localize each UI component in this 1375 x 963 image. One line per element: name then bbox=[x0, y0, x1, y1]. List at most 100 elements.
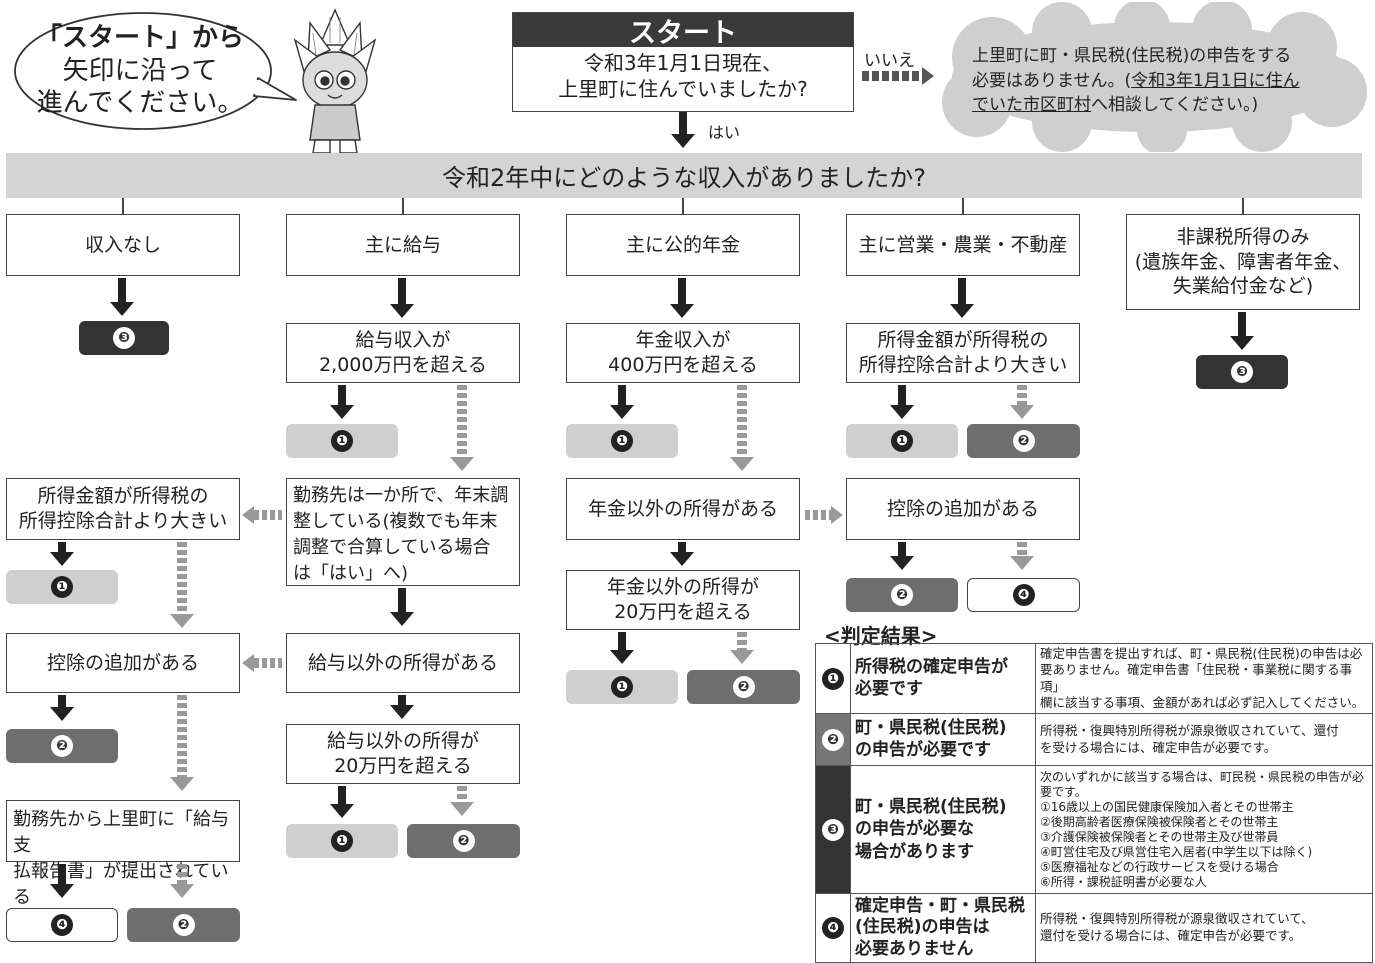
box-line: 勤務先から上里町に「給与支 bbox=[13, 809, 229, 857]
legend-desc-line: ⑤医療福祉などの行政サービスを受ける場合 bbox=[1040, 859, 1279, 874]
dashed-arrow-head bbox=[170, 884, 194, 898]
dashed-arrow-head bbox=[450, 457, 474, 471]
dashed-arrow-right-head bbox=[831, 506, 843, 524]
speech-line-2: 矢印に沿って bbox=[62, 55, 218, 86]
yes-arrow-head bbox=[671, 134, 695, 148]
arrow-head bbox=[330, 405, 354, 419]
box-line: 所得金額が所得税の bbox=[877, 329, 1049, 352]
start-question-line-2: 上里町に住んでいましたか? bbox=[558, 77, 808, 101]
arrow-shaft bbox=[678, 278, 686, 306]
arrow-shaft bbox=[958, 278, 966, 306]
dashed-arrow-shaft bbox=[1017, 385, 1027, 405]
arrow-shaft bbox=[898, 542, 906, 558]
arrow-shaft bbox=[58, 542, 66, 554]
arrow-head bbox=[390, 304, 414, 318]
result-pill-2: ❷ bbox=[967, 424, 1080, 458]
legend-label-line: の申告が必要です bbox=[855, 739, 991, 760]
arrow-head bbox=[110, 302, 134, 316]
cloud-line-3a: でいた市区町村 bbox=[972, 95, 1091, 116]
dashed-arrow-left-shaft bbox=[254, 510, 282, 520]
arrow-head bbox=[330, 804, 354, 818]
box-line: 整している(複数でも年末 bbox=[293, 511, 498, 533]
legend-desc-line: ④町営住宅及び県営住宅入居者(中学生以下は除く) bbox=[1040, 844, 1313, 859]
arrow-shaft bbox=[398, 278, 406, 306]
business-income-gt-deduction-box: 所得金額が所得税の 所得控除合計より大きい bbox=[846, 323, 1080, 383]
result-pill-2: ❷ bbox=[127, 908, 240, 942]
connector bbox=[682, 198, 684, 214]
arrow-shaft bbox=[1238, 312, 1246, 338]
result-number: ❷ bbox=[891, 584, 913, 606]
legend-label-line: (住民税)の申告は bbox=[855, 917, 990, 938]
category-nontax: 非課税所得のみ (遺族年金、障害者年金、 失業給付金など) bbox=[1126, 214, 1360, 310]
result-pill-3: ❸ bbox=[1196, 355, 1288, 389]
legend-desc-line: 確定申告書を提出すれば、町・県民税(住民税)の申告は必 bbox=[1040, 646, 1363, 661]
cloud-text: 上里町に町・県民税(住民税)の申告をする 必要はありません。(令和3年1月1日に… bbox=[972, 44, 1362, 118]
dashed-arrow-head bbox=[450, 802, 474, 816]
dashed-arrow-shaft bbox=[457, 385, 467, 455]
legend-desc-line: 要ありません。確定申告書「住民税・事業税に関する事項」 bbox=[1040, 662, 1353, 694]
result-number: ❸ bbox=[1231, 361, 1253, 383]
box-line: 勤務先は一か所で、年末調 bbox=[293, 485, 509, 506]
legend-num-1: ❶ bbox=[822, 667, 844, 690]
dashed-arrow-head bbox=[730, 457, 754, 471]
box-line: 年金収入が bbox=[635, 329, 731, 352]
arrow-shaft bbox=[398, 695, 406, 707]
legend-row-4: ❹ 確定申告・町・県民税 (住民税)の申告は 必要ありません 所得税・復興特別所… bbox=[815, 893, 1373, 963]
arrow-shaft bbox=[58, 695, 66, 709]
cloud-line-2a: 必要はありません。( bbox=[972, 70, 1132, 91]
legend-desc-line: 所得税・復興特別所得税が源泉徴収されていて、還付 bbox=[1040, 722, 1339, 738]
arrow-shaft bbox=[678, 542, 686, 554]
result-pill-1: ❶ bbox=[566, 670, 678, 704]
no-label: いいえ bbox=[864, 51, 915, 71]
box-line: 20万円を超える bbox=[334, 755, 472, 777]
dashed-arrow-shaft bbox=[177, 542, 187, 614]
box-line: 給与以外の所得が bbox=[326, 730, 479, 753]
box-line: 400万円を超える bbox=[608, 354, 758, 376]
box-line: 2,000万円を超える bbox=[319, 354, 487, 376]
arrow-head bbox=[610, 650, 634, 664]
category-salary: 主に給与 bbox=[286, 214, 520, 276]
arrow-head bbox=[50, 707, 74, 721]
legend-row-2: ❷ 町・県民税(住民税) の申告が必要です 所得税・復興特別所得税が源泉徴収され… bbox=[815, 713, 1373, 766]
category-business: 主に営業・農業・不動産 bbox=[846, 214, 1080, 276]
legend-desc-line: を受ける場合には、確定申告が必要です。 bbox=[1040, 739, 1277, 755]
box-line: 所得控除合計より大きい bbox=[858, 354, 1068, 376]
start-question-line-1: 令和3年1月1日現在、 bbox=[583, 51, 783, 75]
result-pill-3: ❸ bbox=[79, 321, 169, 355]
connector bbox=[402, 198, 404, 214]
result-number: ❷ bbox=[51, 735, 73, 757]
start-title: スタート bbox=[513, 13, 853, 49]
salary-other-over-20-box: 給与以外の所得が 20万円を超える bbox=[286, 724, 520, 784]
dashed-arrow-left-head bbox=[242, 506, 254, 524]
legend-desc-line: ⑥所得・課税証明書が必要な人 bbox=[1040, 874, 1207, 889]
box-line: 所得控除合計より大きい bbox=[18, 510, 228, 532]
box-line: 払報告書」が提出されている bbox=[13, 861, 229, 909]
legend-desc-line: ③介護保険被保険者とその世帯主及び世帯員 bbox=[1040, 829, 1279, 844]
dashed-arrow-shaft bbox=[737, 632, 747, 650]
arrow-head bbox=[390, 705, 414, 719]
dashed-arrow-shaft bbox=[177, 695, 187, 777]
result-number: ❶ bbox=[891, 430, 913, 452]
dashed-arrow-shaft bbox=[177, 864, 187, 884]
dashed-arrow-left-head bbox=[242, 654, 254, 672]
box-line: 年金以外の所得が bbox=[606, 576, 759, 599]
legend-num-4: ❹ bbox=[822, 916, 844, 939]
dashed-arrow-shaft bbox=[737, 385, 747, 455]
legend-label-line: の申告が必要な bbox=[855, 819, 974, 840]
arrow-head bbox=[1230, 336, 1254, 350]
legend-desc-line: 所得税・復興特別所得税が源泉徴収されていて、 bbox=[1040, 911, 1314, 926]
dashed-arrow-head bbox=[1010, 405, 1034, 419]
arrow-head bbox=[670, 552, 694, 566]
arrow-shaft bbox=[618, 385, 626, 407]
cloud-line-2b: 令和3年1月1日に住ん bbox=[1131, 70, 1300, 91]
result-pill-1: ❶ bbox=[6, 570, 118, 604]
mascot-icon bbox=[293, 8, 377, 154]
legend-desc-line: 次のいずれかに該当する場合は、町民税・県民税の申告が必要です。 bbox=[1040, 769, 1365, 799]
business-deduction-added-box: 控除の追加がある bbox=[846, 478, 1080, 540]
no-arrow-shaft bbox=[862, 71, 922, 81]
legend-desc-line: ②後期高齢者医療保険被保険者とその世帯主 bbox=[1040, 814, 1279, 829]
speech-line-3: 進んでください。 bbox=[36, 88, 244, 118]
arrow-shaft bbox=[338, 385, 346, 407]
nontax-line-3: 失業給付金など) bbox=[1172, 275, 1314, 298]
result-pill-4: ❹ bbox=[6, 908, 118, 942]
